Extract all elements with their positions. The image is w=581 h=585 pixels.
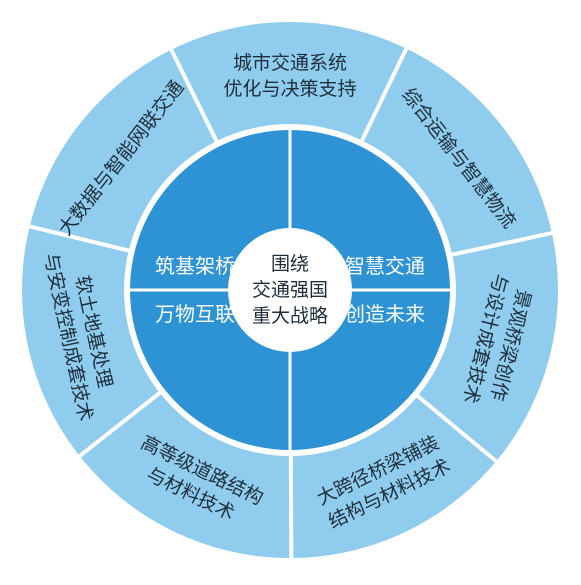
quadrant-label-tl: 筑基架桥 bbox=[155, 254, 235, 278]
segment-divider bbox=[76, 387, 166, 459]
segment-divider bbox=[168, 47, 221, 148]
segment-divider bbox=[445, 230, 555, 258]
quadrant-label-bl: 万物互联 bbox=[155, 302, 235, 326]
center-label-line: 交通强国 bbox=[252, 279, 328, 301]
segment-divider bbox=[357, 45, 409, 147]
center-circle-background bbox=[228, 228, 352, 352]
quadrant-label-tr: 智慧交通 bbox=[345, 254, 425, 278]
center-label-line: 围绕 bbox=[271, 253, 309, 275]
segment-divider bbox=[288, 449, 294, 561]
segment-divider bbox=[27, 224, 136, 255]
outer-segment-label: 优化与决策支持 bbox=[223, 78, 356, 100]
segment-divider bbox=[411, 390, 499, 465]
outer-segment-label: 城市交通系统 bbox=[233, 52, 347, 74]
quadrant-label-br: 创造未来 bbox=[345, 302, 425, 326]
center-label-line: 重大战略 bbox=[252, 305, 328, 327]
outer-ring: 城市交通系统优化与决策支持综合运输与智慧物流景观桥梁创作与设计成套技术大跨径桥梁… bbox=[22, 22, 558, 561]
